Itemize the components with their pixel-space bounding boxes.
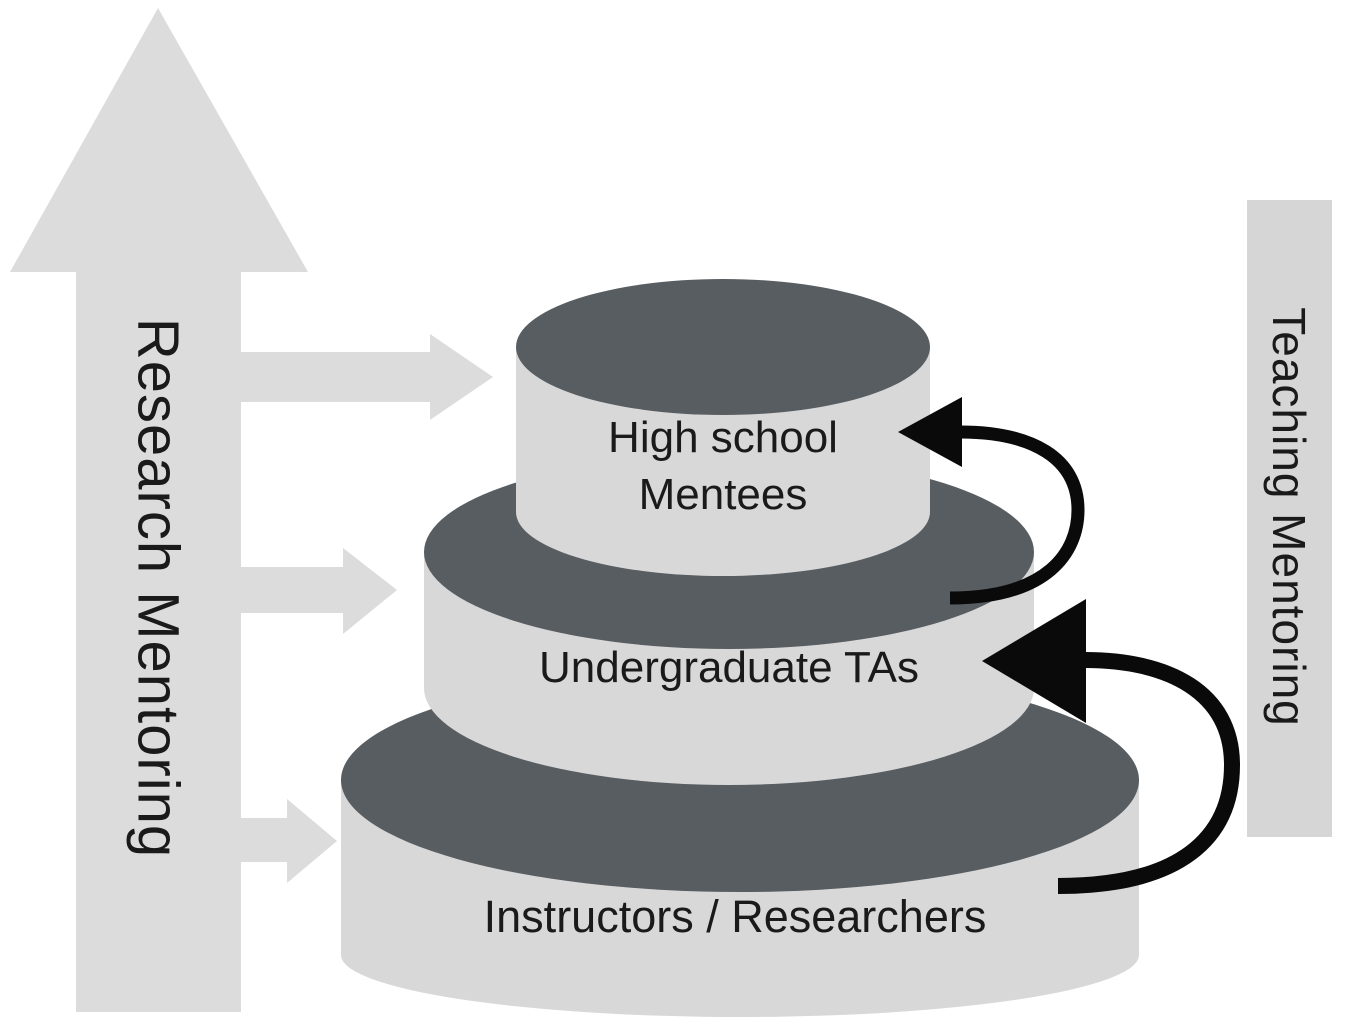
tier-bottom-label: Instructors / Researchers [484, 891, 987, 942]
tier-top-base [516, 448, 930, 576]
teaching-arrowhead-top [898, 397, 962, 467]
tier-bottom-base [341, 893, 1139, 1017]
tier-top-label-line2: Mentees [639, 470, 808, 519]
teaching-mentoring-label: Teaching Mentoring [1263, 307, 1315, 726]
tier-top-top-surface [516, 279, 930, 415]
research-mentoring-label: Research Mentoring [126, 318, 191, 858]
tier-middle-base [424, 591, 1034, 785]
research-arrow-branch-middle [238, 548, 397, 634]
teaching-arrow-middle-to-top [949, 425, 1085, 605]
tier-top-label-line1: High school [608, 413, 838, 462]
teaching-arrowhead-middle [982, 599, 1086, 723]
research-arrow-branch-top [238, 334, 493, 420]
teaching-mentoring-panel [1247, 200, 1332, 837]
research-mentoring-arrow [10, 8, 308, 1012]
research-arrow-branch-bottom [238, 799, 337, 883]
teaching-arrow-bottom-to-middle [1057, 652, 1241, 894]
tier-middle-label: Undergraduate TAs [539, 643, 919, 692]
